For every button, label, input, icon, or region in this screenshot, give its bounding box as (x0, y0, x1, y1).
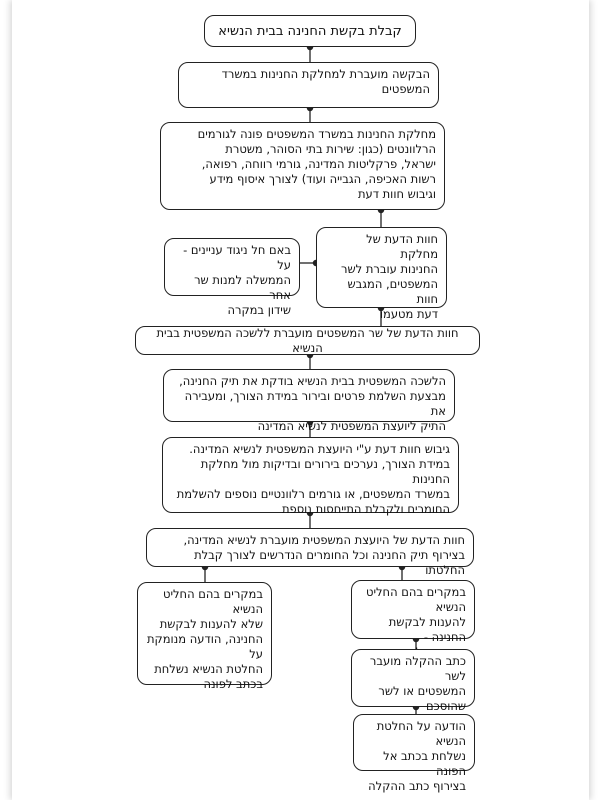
note-conflict-of-interest: באם חל ניגוד עניינים - על הממשלה למנות ש… (164, 238, 300, 317)
flowchart-title: קבלת בקשת החנינה בבית הנשיא (204, 15, 416, 47)
decision-reject-pardon: במקרים בהם החליט הנשיא שלא להענות לבקשת … (137, 582, 272, 691)
decision-accept-pardon: במקרים בהם החליט הנשיא להענות לבקשת החני… (351, 580, 475, 674)
step-legal-office-review: הלשכה המשפטית בבית הנשיא בודקת את תיק הח… (163, 369, 455, 433)
step-collect-information: מחלקת החנינות במשרד המשפטים פונה לגורמים… (160, 122, 445, 210)
step-legal-advisor-opinion: גיבוש חוות דעת ע"י היועצת המשפטית לנשיא … (162, 437, 459, 516)
step-transfer-to-pardons-dept: הבקשה מועברת למחלקת החנינות במשרד המשפטי… (178, 62, 439, 108)
step-justice-minister-opinion: חוות הדעת של מחלקת החנינות עוברת לשר המש… (316, 227, 447, 321)
step-countersignature: כתב ההקלה מועבר לשר המשפטים או לשר שהוסכ… (351, 649, 475, 728)
step-notify-applicant-accepted: הודעה על החלטת הנשיא נשלחת בכתב אל הפונה… (353, 714, 475, 793)
step-transfer-to-president: חוות הדעת של היועצת המשפטית מועברת לנשיא… (146, 528, 474, 577)
step-transfer-to-legal-office: חוות הדעת של שר המשפטים מועברת ללשכה המש… (135, 326, 480, 355)
